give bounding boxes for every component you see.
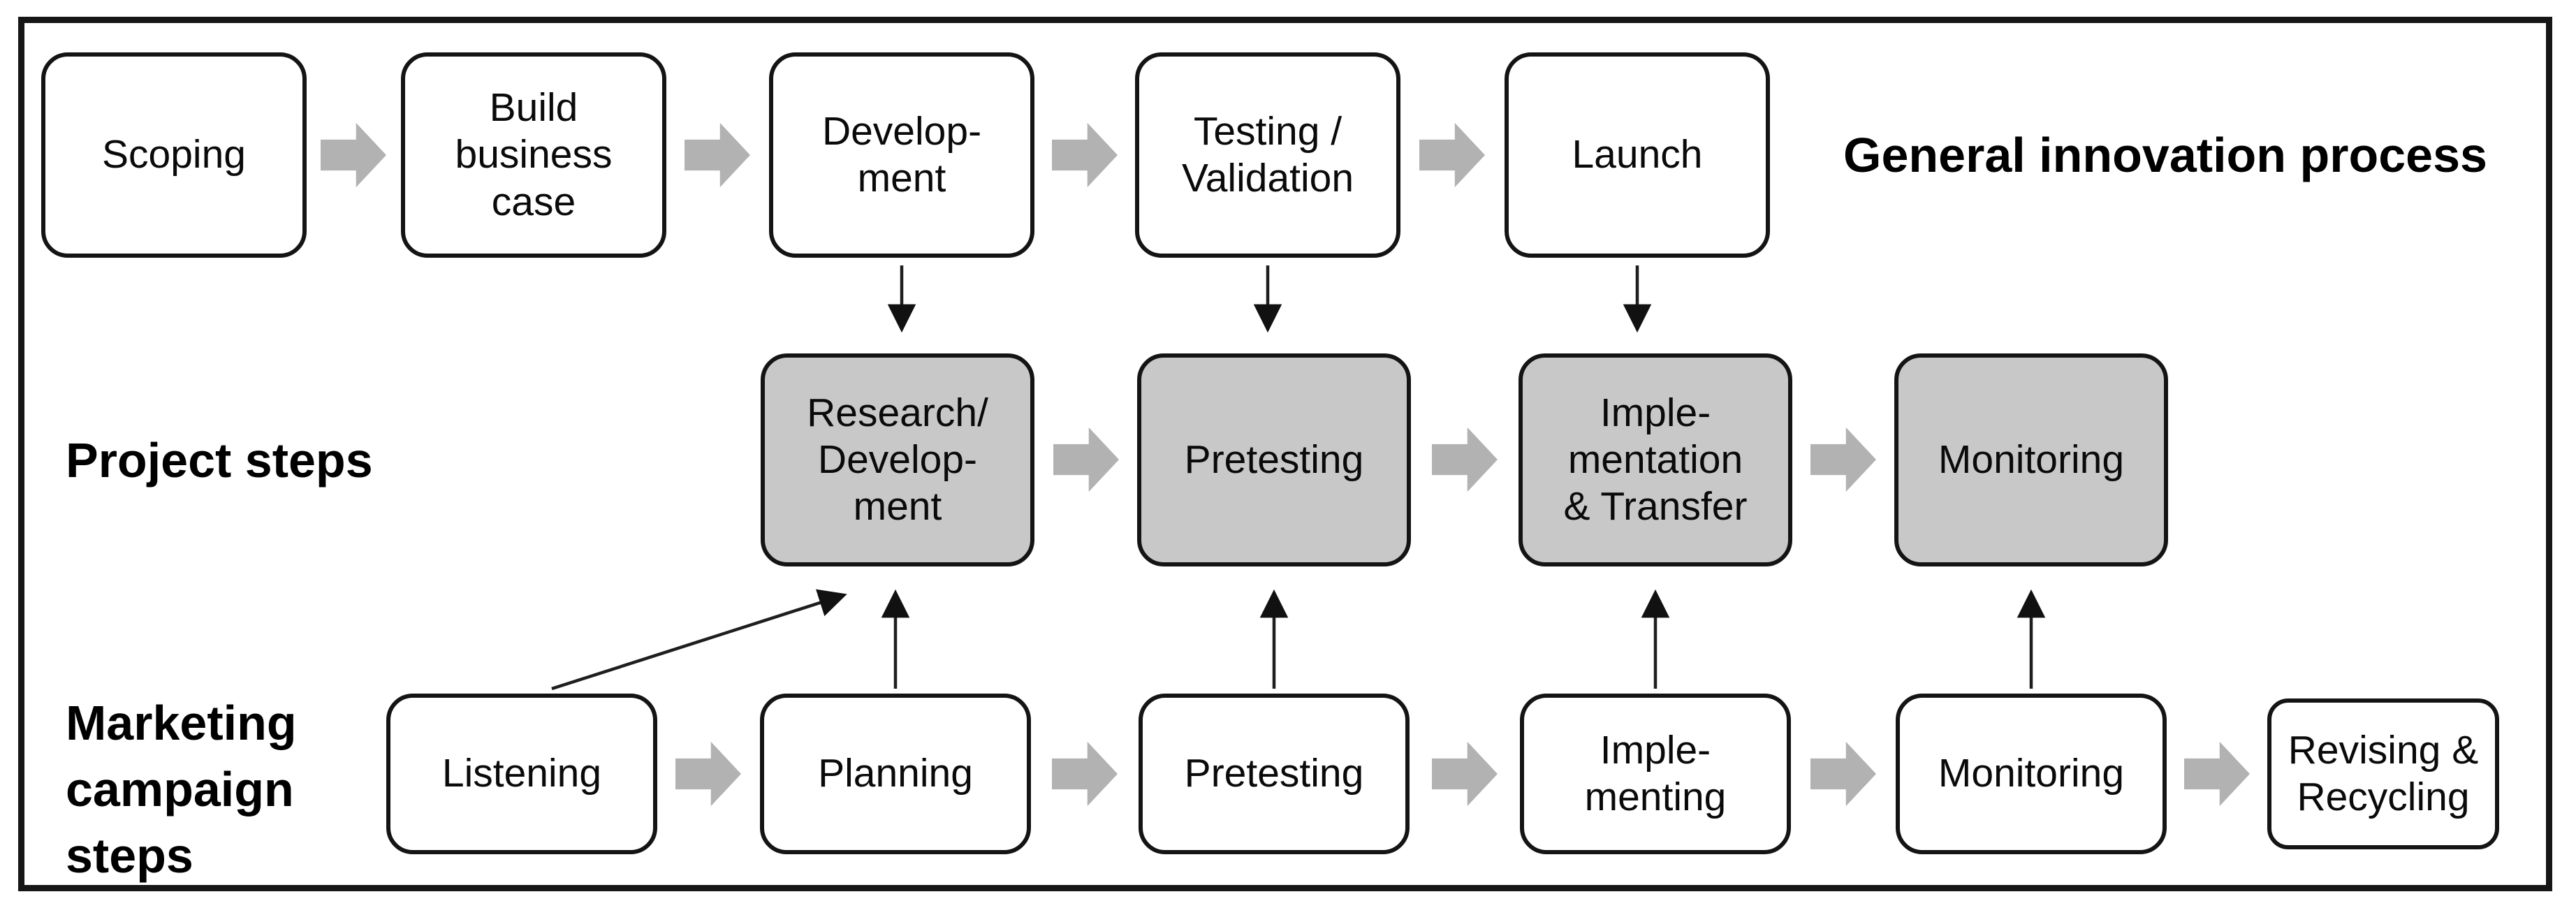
box-marketing-monitoring: Monitoring bbox=[1896, 694, 2167, 854]
box-scoping-label: Scoping bbox=[102, 132, 246, 177]
box-research-development: Research/ Develop- ment bbox=[761, 353, 1034, 566]
box-launch-label: Launch bbox=[1572, 132, 1703, 177]
box-listening-label: Listening bbox=[441, 751, 602, 796]
box-launch: Launch bbox=[1505, 52, 1770, 258]
box-revising-recycling-label: Revising & Recycling bbox=[2288, 727, 2479, 819]
box-implementing-label: Imple- menting bbox=[1584, 727, 1727, 819]
box-research-development-label: Research/ Develop- ment bbox=[807, 390, 988, 529]
box-development-label: Develop- ment bbox=[821, 108, 982, 200]
box-implementing: Imple- menting bbox=[1520, 694, 1791, 854]
box-build-business-case: Build business case bbox=[401, 52, 666, 258]
box-marketing-pretesting: Pretesting bbox=[1139, 694, 1410, 854]
box-project-monitoring-label: Monitoring bbox=[1938, 437, 2125, 482]
box-development: Develop- ment bbox=[769, 52, 1034, 258]
box-planning: Planning bbox=[760, 694, 1031, 854]
box-testing-validation-label: Testing / Validation bbox=[1181, 108, 1354, 200]
box-testing-validation: Testing / Validation bbox=[1135, 52, 1400, 258]
box-build-business-case-label: Build business case bbox=[455, 85, 613, 224]
box-implementation-transfer-label: Imple- mentation & Transfer bbox=[1563, 390, 1748, 529]
box-listening: Listening bbox=[386, 694, 657, 854]
box-marketing-pretesting-label: Pretesting bbox=[1184, 751, 1364, 796]
box-scoping: Scoping bbox=[41, 52, 307, 258]
box-implementation-transfer: Imple- mentation & Transfer bbox=[1518, 353, 1792, 566]
box-project-monitoring: Monitoring bbox=[1894, 353, 2168, 566]
box-revising-recycling: Revising & Recycling bbox=[2267, 698, 2499, 849]
box-planning-label: Planning bbox=[818, 751, 973, 796]
box-marketing-monitoring-label: Monitoring bbox=[1938, 751, 2125, 796]
row-label-project-steps: Project steps bbox=[66, 432, 373, 488]
box-project-pretesting-label: Pretesting bbox=[1184, 437, 1364, 482]
box-project-pretesting: Pretesting bbox=[1137, 353, 1411, 566]
title-general-innovation-process: General innovation process bbox=[1843, 128, 2487, 182]
row-label-marketing-campaign-steps: Marketing campaign steps bbox=[66, 696, 297, 884]
